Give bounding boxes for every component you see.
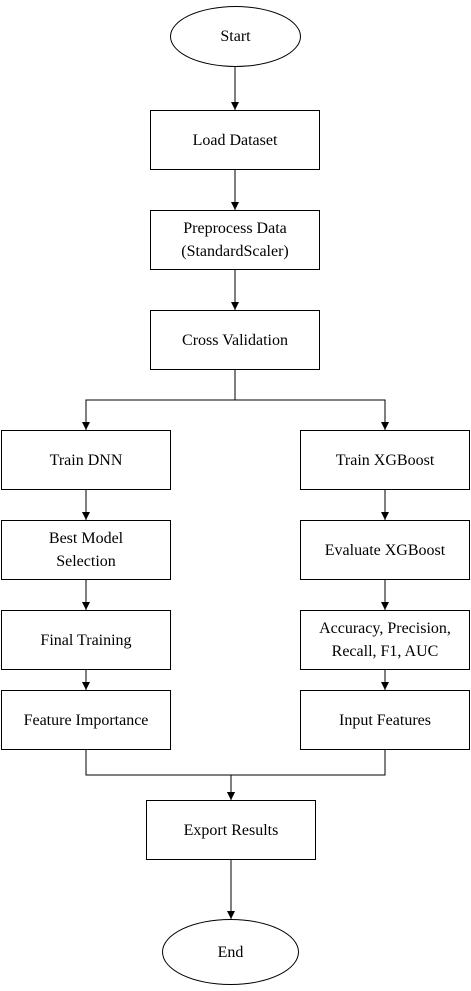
feature-importance-label: Feature Importance (23, 711, 149, 729)
evaluate-xgboost-label: Evaluate XGBoost (324, 541, 446, 559)
arrow-cross-validation-to-train-xgboost (234, 370, 389, 430)
preprocess-data-node: Preprocess Data (StandardScaler) (150, 210, 320, 270)
metrics-node: Accuracy, Precision, Recall, F1, AUC (300, 610, 470, 670)
end-node: End (162, 919, 299, 985)
input-features-label: Input Features (339, 711, 431, 729)
cross-validation-label: Cross Validation (182, 331, 288, 349)
train-dnn-node: Train DNN (1, 430, 171, 490)
export-results-label: Export Results (183, 821, 279, 839)
cross-validation-node: Cross Validation (150, 310, 320, 370)
train-xgboost-node: Train XGBoost (300, 430, 470, 490)
evaluate-xgboost-node: Evaluate XGBoost (300, 520, 470, 580)
metrics-label: Accuracy, Precision, Recall, F1, AUC (319, 620, 451, 660)
arrow-cross-validation-to-train-dnn (82, 370, 236, 430)
export-results-node: Export Results (146, 800, 316, 860)
train-dnn-label: Train DNN (49, 451, 123, 469)
start-label: Start (220, 28, 251, 45)
load-dataset-label: Load Dataset (192, 131, 278, 149)
train-xgboost-label: Train XGBoost (335, 451, 435, 469)
best-model-selection-node: Best Model Selection (1, 520, 171, 580)
arrow-input-features-to-export-results (227, 750, 386, 800)
feature-importance-node: Feature Importance (1, 690, 171, 750)
final-training-node: Final Training (1, 610, 171, 670)
final-training-label: Final Training (40, 631, 132, 649)
end-label: End (217, 943, 244, 961)
arrow-feature-importance-to-export-results (85, 750, 235, 800)
preprocess-data-label: Preprocess Data (StandardScaler) (181, 220, 289, 260)
best-model-selection-label: Best Model Selection (48, 530, 124, 570)
input-features-node: Input Features (300, 690, 470, 750)
load-dataset-node: Load Dataset (150, 110, 320, 170)
start-node: Start (170, 6, 301, 67)
